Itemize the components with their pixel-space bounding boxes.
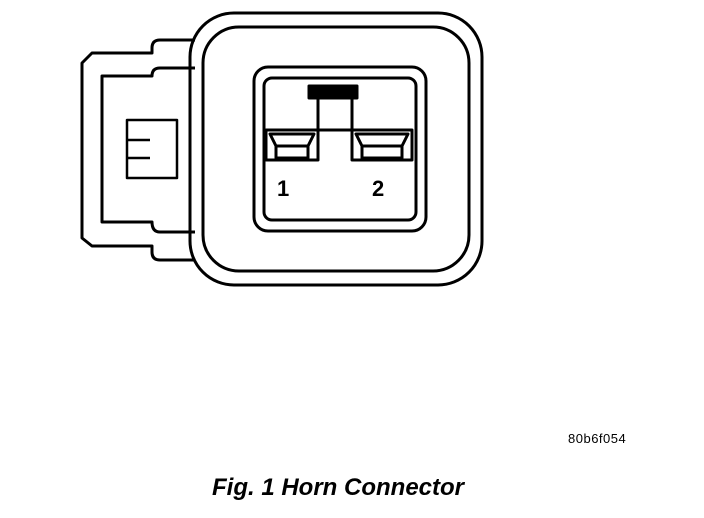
connector-body-outer [188, 11, 484, 287]
figure-code: 80b6f054 [568, 431, 627, 446]
latch-tab [125, 118, 179, 180]
pin-1-label: 1 [277, 176, 289, 201]
center-key-cap [307, 84, 359, 100]
figure-caption: Fig. 1 Horn Connector [212, 474, 464, 501]
connector-body-inner [201, 25, 471, 273]
latch-housing-inner [100, 66, 195, 234]
pin-2-label: 2 [372, 176, 384, 201]
terminal-2 [350, 128, 414, 162]
terminal-cavity-outer [252, 65, 428, 233]
terminal-1 [264, 128, 320, 162]
terminal-cavity-inner [262, 76, 418, 222]
center-key-stem [316, 98, 354, 132]
latch-housing-outer [80, 38, 195, 262]
